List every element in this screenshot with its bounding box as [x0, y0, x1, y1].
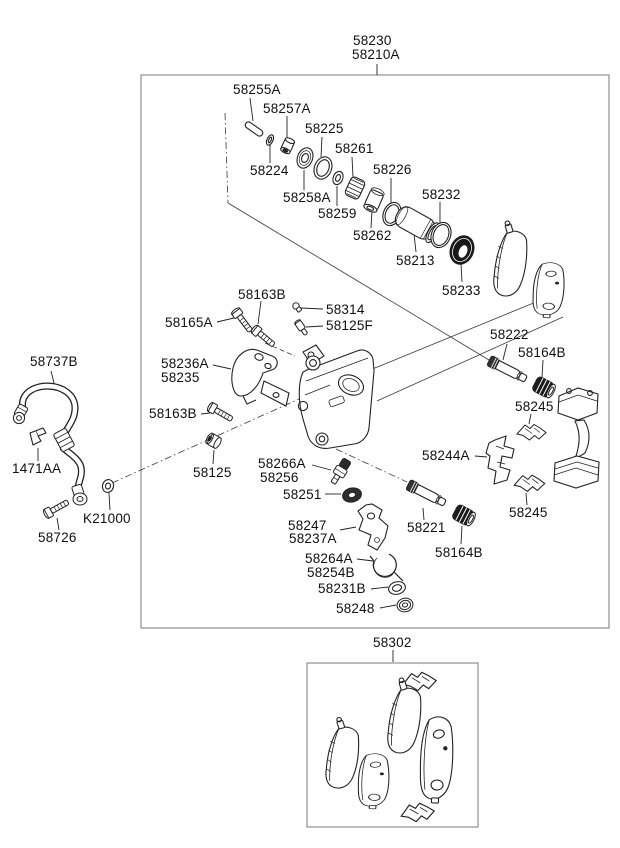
diagram-frames: [140, 74, 610, 828]
part-58726-bolt: [41, 497, 71, 520]
label-58737B: 58737B: [30, 354, 78, 369]
part-58257A-bushing: [280, 137, 296, 155]
pad-kit-contents: [322, 670, 455, 824]
part-58259-ring: [332, 170, 344, 186]
part-58737B-brake-hose: [12, 382, 88, 506]
construction-lines: [111, 112, 564, 484]
label-58251: 58251: [283, 487, 322, 502]
label-1471AA: 1471AA: [12, 461, 62, 476]
label-58257A: 58257A: [263, 101, 311, 116]
part-58251-washer: [342, 487, 362, 503]
label-58165A: 58165A: [165, 315, 213, 330]
kit-pad-friction-2: [356, 752, 391, 810]
part-58255A-pin: [244, 121, 264, 137]
part-58224-oring: [265, 134, 275, 146]
part-58231B-ring: [388, 581, 406, 595]
part-58165A-bolt: [229, 306, 256, 335]
label-58225: 58225: [305, 121, 344, 136]
part-1471AA-clip: [29, 427, 47, 446]
part-brake-pad-outer: [490, 218, 533, 299]
pad-kit-box: [306, 662, 479, 828]
part-58248-grommet: [396, 597, 414, 613]
part-58254B-coil-spring: [369, 553, 404, 582]
label-58245-lower: 58245: [509, 505, 548, 520]
label-58224: 58224: [250, 163, 289, 178]
label-58726: 58726: [38, 530, 77, 545]
label-58314: 58314: [326, 302, 365, 317]
label-58163B-left: 58163B: [149, 406, 197, 421]
piston-seal-chain: [244, 121, 475, 265]
label-58222: 58222: [490, 327, 529, 342]
part-58221-guide-pin: [405, 479, 448, 509]
label-58262: 58262: [353, 228, 392, 243]
label-58254B: 58254B: [307, 565, 355, 580]
part-58261-boot: [344, 176, 366, 200]
label-K21000: K21000: [83, 511, 131, 526]
part-brake-pad-inner: [530, 261, 567, 320]
label-58232: 58232: [422, 187, 461, 202]
part-58244A-retainer: [485, 435, 515, 485]
part-58164B-bushing-lower: [450, 503, 478, 529]
part-58163B-bolt-left: [205, 401, 235, 425]
label-58235: 58235: [161, 370, 200, 385]
kit-pad-friction-1: [418, 715, 455, 805]
label-58255A: 58255A: [233, 82, 281, 97]
part-58314-cap: [292, 302, 302, 313]
part-58245-shim-upper: [516, 424, 547, 441]
label-58244A: 58244A: [422, 448, 470, 463]
part-58232-ring: [430, 221, 452, 249]
leader-lines: [37, 64, 544, 662]
label-assembly-58230: 58230: [353, 33, 392, 48]
part-K21000-washer: [101, 479, 115, 493]
label-58125: 58125: [193, 465, 232, 480]
part-58163B-bolt-top: [249, 323, 278, 350]
kit-shim-bottom: [399, 801, 436, 824]
part-58125-nut: [205, 432, 222, 449]
label-58164B-upper: 58164B: [518, 345, 566, 360]
label-58226: 58226: [373, 162, 412, 177]
main-assembly-box: [140, 74, 610, 629]
label-58231B: 58231B: [318, 581, 366, 596]
part-caliper-body: [297, 344, 375, 449]
label-58236A: 58236A: [161, 356, 209, 371]
part-58125F-bleeder: [294, 319, 308, 336]
part-58266A-bleeder-screw: [330, 457, 351, 485]
label-58213: 58213: [396, 253, 435, 268]
part-58235-bracket: [231, 348, 290, 407]
label-58264A: 58264A: [305, 551, 353, 566]
part-58247-pad-spring: [357, 503, 389, 551]
label-58164B-lower: 58164B: [435, 545, 483, 560]
part-58245-shim-lower: [513, 474, 546, 492]
label-58233: 58233: [442, 283, 481, 298]
part-58262-seal: [363, 187, 385, 213]
part-58233-boot: [449, 235, 475, 265]
label-58163B-top: 58163B: [238, 287, 286, 302]
label-58261: 58261: [335, 141, 374, 156]
label-58259: 58259: [318, 206, 357, 221]
label-58248: 58248: [336, 601, 375, 616]
label-58266A: 58266A: [258, 456, 306, 471]
part-58258A-disc: [296, 147, 314, 169]
part-58164B-bushing-upper: [530, 375, 558, 401]
label-58245-upper: 58245: [515, 399, 554, 414]
label-58125F: 58125F: [326, 318, 373, 333]
label-58237A: 58237A: [289, 531, 337, 546]
part-carrier-bracket: [553, 387, 600, 489]
label-58221: 58221: [407, 520, 446, 535]
label-58302: 58302: [373, 635, 412, 650]
label-58247: 58247: [288, 518, 327, 533]
label-58256: 58256: [260, 470, 299, 485]
kit-pad-back-2: [322, 715, 364, 791]
label-58258A: 58258A: [283, 190, 331, 205]
label-assembly-58210A: 58210A: [352, 47, 400, 62]
part-58225-ring: [313, 156, 333, 180]
